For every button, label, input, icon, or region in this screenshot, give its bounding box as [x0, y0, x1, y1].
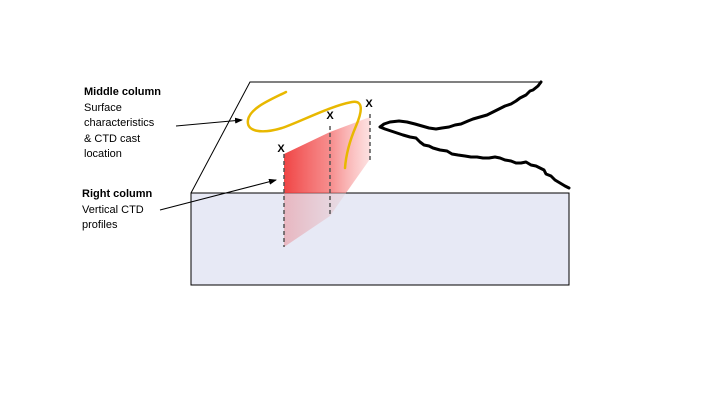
right-column-line: profiles — [82, 219, 118, 231]
middle-column-label: Middle column Surface characteristics & … — [84, 85, 161, 163]
middle-column-line: location — [84, 148, 122, 160]
middle-column-arrow — [175, 117, 243, 127]
ship-track — [246, 90, 362, 170]
middle-column-title: Middle column — [84, 86, 161, 98]
right-column-line: Vertical CTD — [82, 203, 144, 216]
cast-marker-2: X — [326, 110, 334, 122]
ctd-profile-curtain-upper — [284, 117, 370, 193]
right-column-title: Right column — [82, 188, 153, 200]
right-column-label: Right column Vertical CTD profiles — [82, 187, 152, 234]
middle-column-line: Surface — [84, 101, 122, 114]
cast-marker-3: X — [365, 98, 373, 110]
middle-column-line: & CTD cast — [84, 132, 141, 145]
cast-marker-1: X — [277, 143, 285, 155]
sea-surface-plane — [190, 81, 569, 194]
right-column-arrow — [159, 178, 277, 211]
middle-column-line: characteristics — [84, 117, 155, 129]
coastline — [378, 80, 571, 190]
ocean-volume-face — [190, 192, 570, 286]
